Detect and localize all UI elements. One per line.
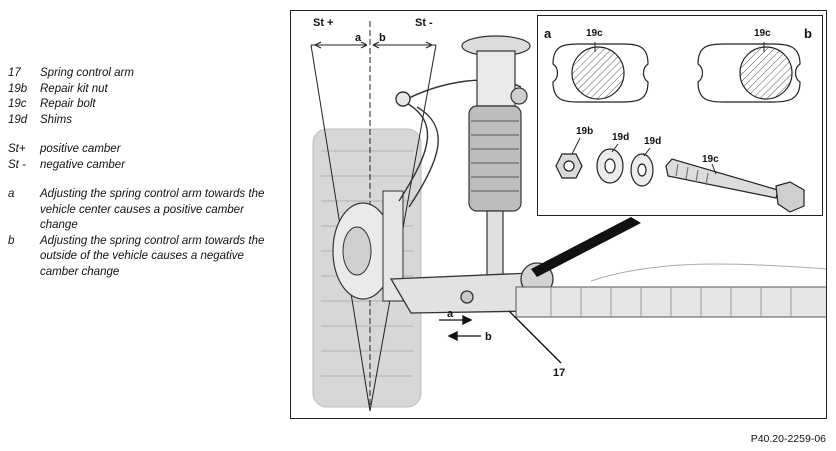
air-spring-strut (461, 35, 531, 277)
figure-reference: P40.20-2259-06 (750, 433, 826, 445)
legend-text: Shims (40, 113, 72, 126)
legend-key: 17 (8, 67, 21, 79)
label-19d-2: 19d (644, 136, 661, 147)
inset-drawing: a b 19c 19c 19b 19d 19d 19c (544, 26, 812, 213)
legend-row: St+ positive camber (8, 142, 270, 158)
inset-leader (531, 217, 641, 277)
legend-text: positive camber (40, 143, 121, 155)
label-st-plus: St + (313, 17, 333, 29)
label-a: a (355, 32, 362, 44)
bushing-slot-b (697, 43, 801, 103)
legend-text: negative camber (40, 158, 126, 171)
adjustment-arrows (439, 310, 562, 364)
inset-label-b: b (804, 26, 812, 41)
legend-key: 19c (8, 98, 27, 110)
label-19b: 19b (576, 126, 593, 137)
legend-key: 19b (8, 82, 28, 95)
legend-key: 19d (8, 113, 28, 126)
legend-text: Spring control arm (40, 67, 134, 79)
arrow-label-b: b (485, 331, 492, 343)
legend-row: a Adjusting the spring control arm towar… (8, 187, 270, 234)
label-19c-a: 19c (586, 28, 603, 39)
legend-key: St - (8, 158, 26, 171)
shim-1 (596, 148, 624, 184)
label-st-minus: St - (415, 17, 433, 29)
label-19c-bolt: 19c (702, 154, 719, 165)
wheel-hub (332, 190, 404, 302)
legend-text: Adjusting the spring control arm towards… (40, 234, 265, 278)
repair-kit-nut (555, 153, 583, 179)
shim-2 (630, 153, 654, 187)
inset-label-a: a (544, 26, 552, 41)
legend-row: 19d Shims (8, 113, 270, 129)
legend-row: 19c Repair bolt (8, 97, 270, 113)
legend-row: b Adjusting the spring control arm towar… (8, 234, 270, 281)
inset-detail: a b 19c 19c 19b 19d 19d 19c (537, 15, 823, 216)
label-b: b (379, 32, 386, 44)
repair-bolt (665, 158, 805, 213)
legend-key: b (8, 234, 15, 247)
legend-row: 17 Spring control arm (8, 66, 270, 82)
legend-key: St+ (8, 143, 26, 155)
label-part-17: 17 (553, 367, 565, 379)
legend-text: Repair bolt (40, 98, 96, 110)
legend-text: Repair kit nut (40, 82, 108, 95)
suspension-drawing: St + St - a b a b 17 (310, 17, 826, 412)
legend: 17 Spring control arm 19b Repair kit nut… (8, 66, 270, 280)
bushing-slot-a (552, 43, 649, 103)
legend-text: Adjusting the spring control arm towards… (40, 188, 265, 231)
label-19c-b: 19c (754, 28, 771, 39)
suspension-figure: St + St - a b a b 17 (290, 10, 827, 419)
legend-key: a (8, 188, 15, 200)
steering-rack (515, 263, 826, 318)
legend-row: St - negative camber (8, 158, 270, 174)
arrow-label-a: a (447, 308, 454, 320)
legend-row: 19b Repair kit nut (8, 82, 270, 98)
label-19d-1: 19d (612, 132, 629, 143)
